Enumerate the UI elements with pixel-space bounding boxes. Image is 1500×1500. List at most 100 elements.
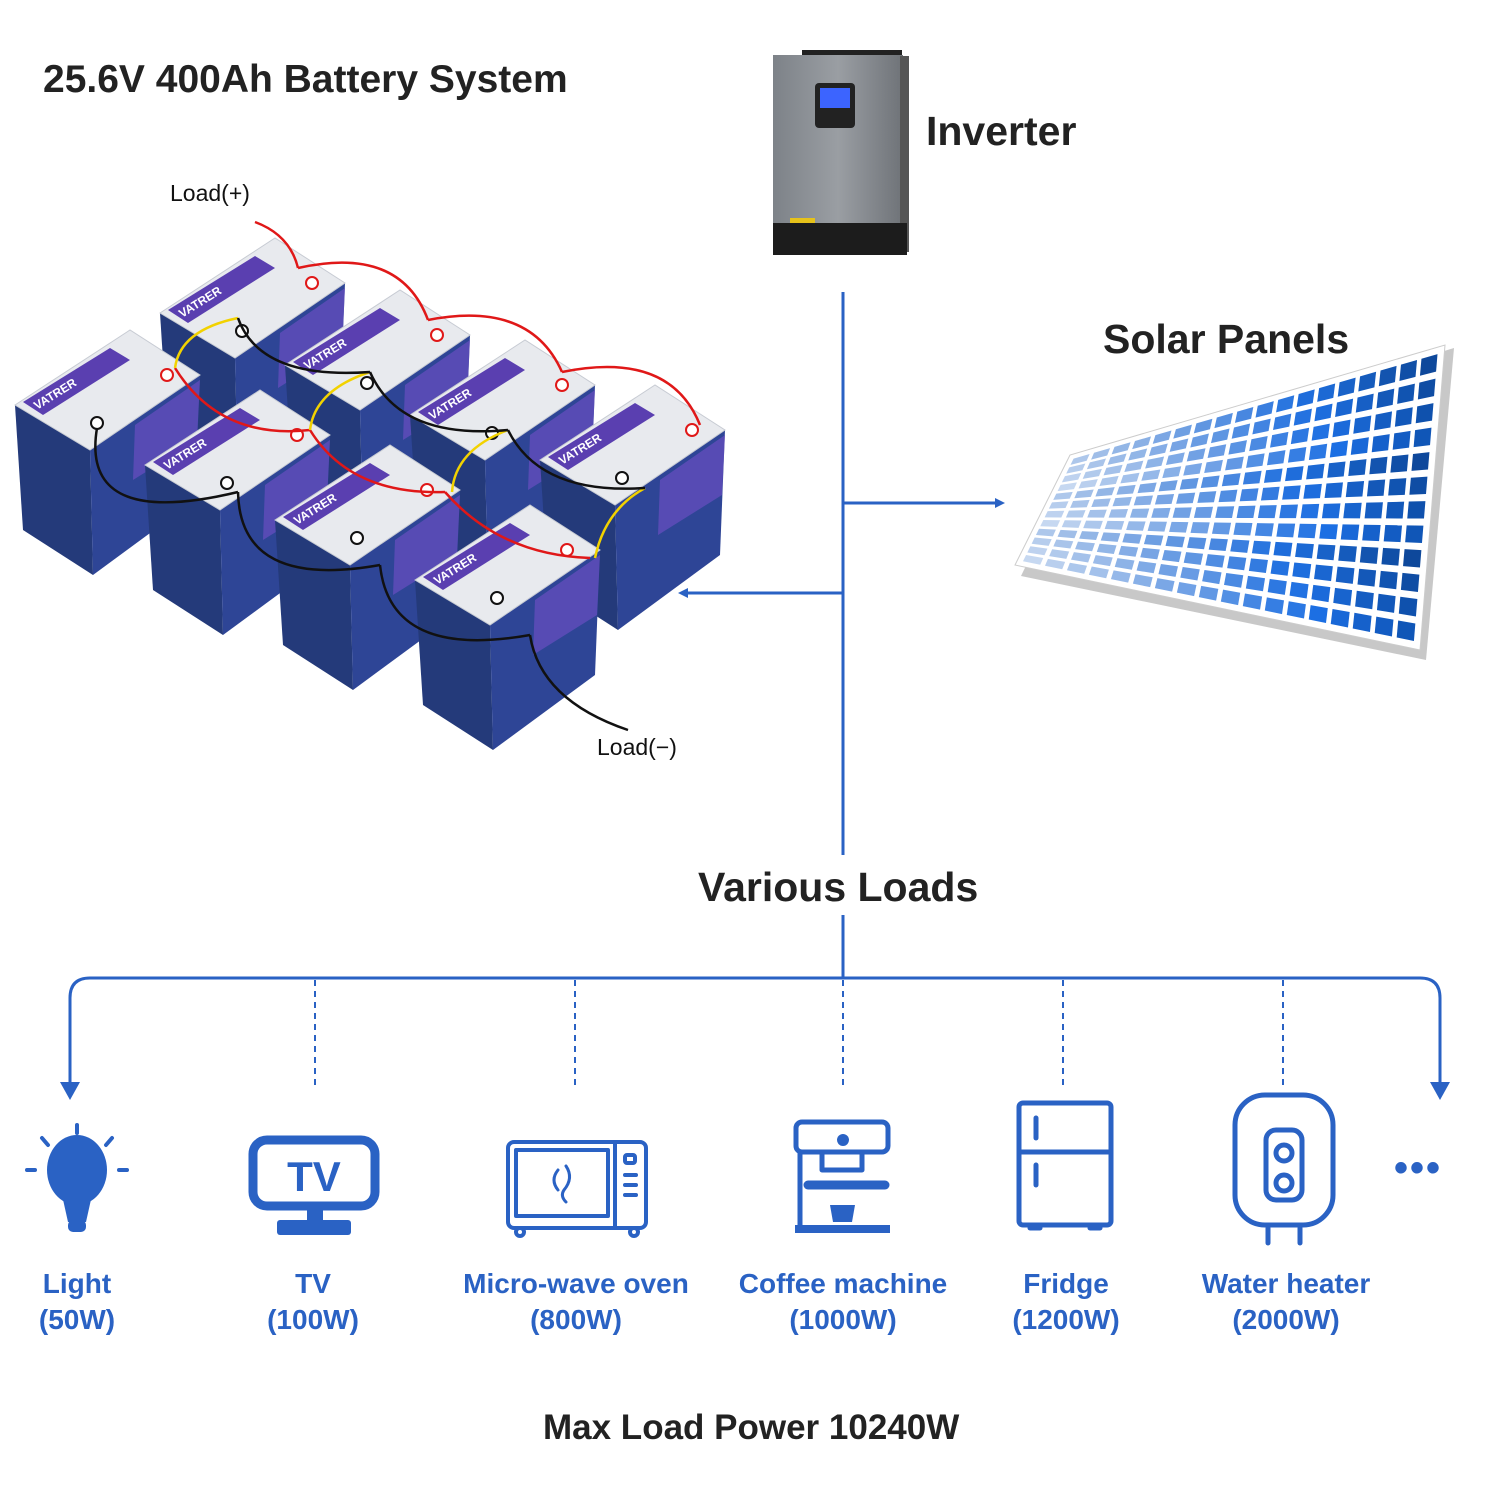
microwave-icon [506, 1140, 648, 1238]
solar-cell [1260, 486, 1280, 501]
solar-cell [1292, 562, 1312, 579]
solar-cell [1057, 482, 1077, 492]
solar-cell [1388, 478, 1407, 496]
solar-cell [1108, 509, 1129, 518]
solar-cell [1066, 562, 1088, 574]
solar-cell [1314, 403, 1333, 422]
solar-cell [1066, 463, 1086, 474]
solar-cell [1040, 519, 1061, 527]
solar-cell [1270, 560, 1290, 576]
load-bus [68, 976, 1442, 1095]
solar-cell [1316, 544, 1336, 561]
solar-cell [1074, 489, 1094, 499]
load-name: Coffee machine [738, 1268, 948, 1299]
battery-wiring [94, 220, 702, 732]
solar-cell [1359, 546, 1379, 564]
solar-cell [1327, 461, 1346, 478]
solar-cell [1417, 378, 1436, 400]
solar-cell [1172, 507, 1192, 518]
solar-cell [1362, 524, 1381, 542]
solar-cell [1239, 488, 1259, 502]
load-fridge: Fridge(1200W) [936, 1266, 1196, 1338]
solar-cell [1296, 389, 1315, 408]
solar-cell [1376, 388, 1395, 409]
solar-cell [1376, 593, 1396, 613]
solar-cell [1057, 529, 1078, 539]
solar-cell [1129, 508, 1150, 518]
solar-cell [1397, 383, 1415, 404]
solar-cell [1173, 424, 1192, 439]
battery-bank: VATRERVATRERVATRERVATRERVATRERVATRERVATR… [14, 237, 726, 750]
solar-cell [1252, 418, 1271, 435]
solar-cell [1053, 539, 1074, 549]
solar-cell [1267, 578, 1287, 595]
solar-cell [1223, 572, 1244, 588]
solar-cell [1358, 371, 1377, 392]
solar-cell [1374, 616, 1394, 637]
solar-cell [1300, 503, 1320, 519]
solar-cell [1128, 448, 1148, 461]
solar-cell [1324, 482, 1343, 498]
solar-cell [1249, 435, 1268, 452]
more-loads-indicator: ••• [1394, 1146, 1443, 1190]
solar-cell [1162, 466, 1182, 479]
load-power: (800W) [530, 1304, 622, 1335]
solar-cell [1137, 482, 1157, 494]
solar-cell [1133, 495, 1153, 506]
solar-cell [1266, 450, 1286, 466]
load-positive-label: Load(+) [170, 180, 250, 206]
solar-cell [1208, 538, 1228, 552]
connection-lines [60, 292, 1450, 1100]
solar-cell [1110, 570, 1131, 583]
solar-cell [1230, 539, 1250, 553]
solar-cell [1297, 523, 1317, 539]
solar-cell [1200, 475, 1220, 488]
solar-cell [1317, 383, 1336, 402]
solar-cell [1413, 427, 1432, 448]
solar-cell [1022, 554, 1044, 565]
solar-cell [1092, 555, 1113, 567]
solar-cell [1088, 566, 1109, 579]
solar-cell [1286, 601, 1306, 619]
solar-cell [1394, 407, 1413, 427]
solar-cell [1027, 546, 1048, 556]
solar-cell [1293, 408, 1312, 426]
solar-cell [1308, 605, 1328, 624]
solar-cell [1126, 521, 1146, 531]
solar-cell [1314, 564, 1333, 582]
solar-cell [1061, 472, 1082, 483]
water-heater-icon [1232, 1092, 1336, 1246]
solar-cell [1183, 552, 1204, 565]
solar-cell [1257, 505, 1277, 519]
solar-cell [1100, 532, 1121, 542]
page-title: 25.6V 400Ah Battery System [43, 58, 568, 101]
solar-cell [1227, 556, 1247, 571]
solar-cell [1378, 365, 1397, 387]
solar-cell [1411, 452, 1430, 471]
solar-cell [1248, 558, 1268, 573]
solar-cell [1183, 463, 1203, 476]
solar-cell [1329, 440, 1349, 458]
solar-cell [1415, 403, 1434, 424]
solar-cell [1091, 498, 1111, 508]
solar-cell [1405, 525, 1424, 544]
solar-cell [1075, 541, 1095, 552]
solar-cell [1343, 502, 1362, 519]
load-microwave: Micro-wave oven(800W) [446, 1266, 706, 1338]
solar-cell [1419, 354, 1438, 376]
solar-cell [1082, 468, 1102, 479]
tv-icon-text: TV [287, 1153, 341, 1200]
solar-cell [1165, 535, 1185, 548]
solar-cell [1154, 494, 1175, 505]
fridge-icon [1016, 1100, 1114, 1231]
solar-cell [1355, 393, 1374, 413]
solar-cell [1399, 360, 1418, 381]
load-power: (2000W) [1232, 1304, 1340, 1335]
solar-cell [1282, 485, 1301, 500]
solar-cell [1403, 549, 1422, 568]
solar-cell [1379, 570, 1398, 590]
solar-cell [1197, 491, 1217, 503]
solar-cell [1140, 547, 1160, 560]
solar-cell [1228, 440, 1247, 455]
